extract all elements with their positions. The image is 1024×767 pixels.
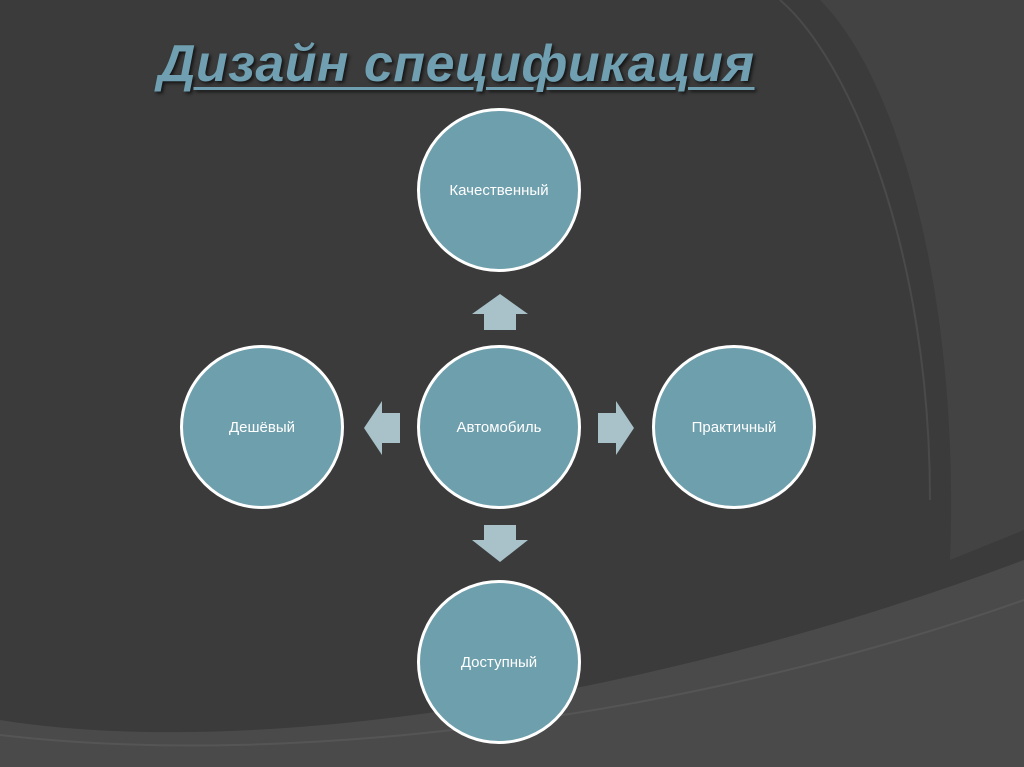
node-bottom-label: Доступный bbox=[460, 653, 538, 671]
node-center: Автомобиль bbox=[417, 345, 581, 509]
node-left: Дешёвый bbox=[180, 345, 344, 509]
node-center-label: Автомобиль bbox=[456, 418, 542, 436]
node-right: Практичный bbox=[652, 345, 816, 509]
node-left-label: Дешёвый bbox=[228, 418, 295, 436]
node-top: Качественный bbox=[417, 108, 581, 272]
node-top-label: Качественный bbox=[449, 181, 549, 199]
node-bottom: Доступный bbox=[417, 580, 581, 744]
node-right-label: Практичный bbox=[691, 418, 777, 436]
slide-title: Дизайн спецификация bbox=[158, 35, 755, 93]
